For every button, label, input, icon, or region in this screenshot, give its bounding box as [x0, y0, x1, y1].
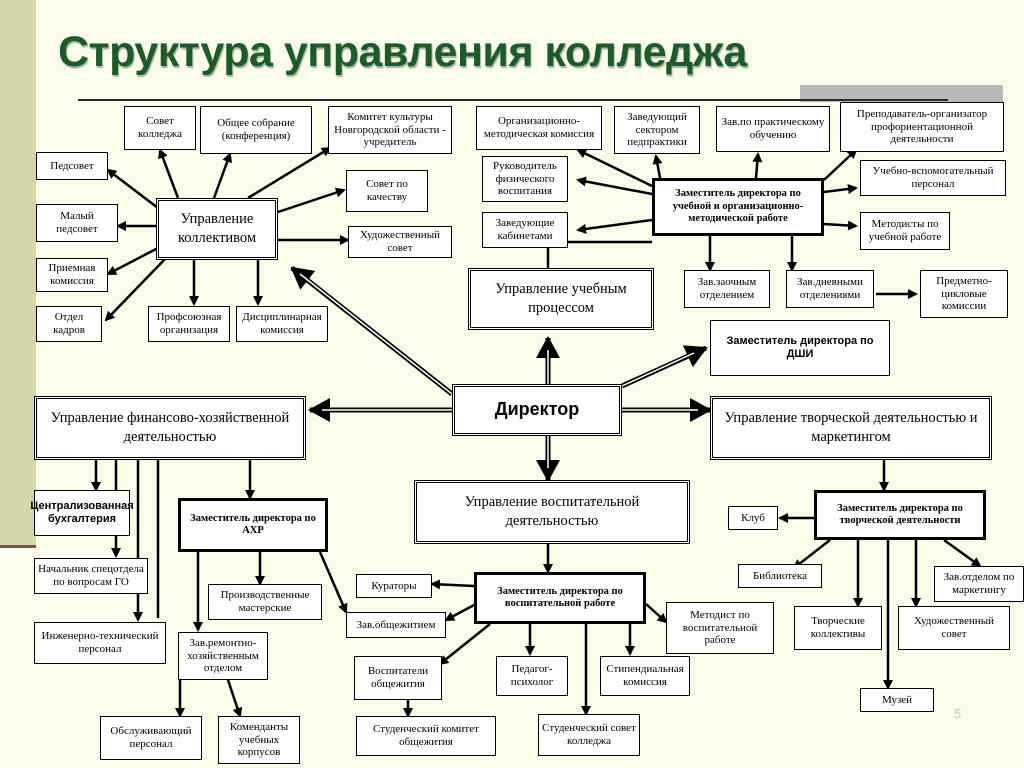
zam-uch-box: Заместитель директора по учебной и орган… [652, 178, 824, 236]
obshchee-sobranie-box: Общее собрание (конференция) [200, 106, 312, 154]
prep-org-box: Преподаватель-организатор профориентацио… [840, 102, 1004, 152]
malyi-pedsovet-box: Малый педсовет [36, 204, 118, 242]
zav-kabinetami-box: Заведующие кабинетами [482, 212, 568, 248]
komitet-kultury-box: Комитет культуры Новгородской области - … [328, 106, 452, 154]
tvorch-connectors [778, 460, 982, 690]
vosp-connectors [403, 544, 668, 718]
zav-prakt-box: Зав.по практическому обучению [716, 106, 830, 152]
zav-sektorom-box: Заведующий сектором педпрактики [614, 106, 700, 154]
metodisty-box: Методисты по учебной работе [860, 212, 950, 250]
org-metod-box: Организационно-методическая комиссия [476, 106, 602, 150]
nach-spec-box: Начальник спецотдела по вопросам ГО [34, 558, 148, 594]
upr-fin-box: Управление финансово-хозяйственной деяте… [34, 396, 306, 460]
inzh-tech-box: Инженерно-технический персонал [34, 622, 166, 664]
upr-kollektivom-box: Управление коллективом [156, 198, 278, 260]
muzei-box: Музей [860, 688, 934, 712]
zam-dshi-box: Заместитель директора по ДШИ [710, 320, 890, 376]
priemnaya-komissiya-box: Приемная комиссия [36, 258, 108, 292]
zav-obshchezhitiem-box: Зав.общежитием [346, 612, 446, 638]
zam-ahr-box: Заместитель директора по АХР [178, 498, 328, 552]
pedsovet-box: Педсовет [36, 152, 108, 180]
upr-vospit-box: Управление воспитательной деятельностью [414, 480, 690, 544]
klub-box: Клуб [728, 506, 778, 530]
proizv-mast-box: Производственные мастерские [208, 584, 322, 620]
metodist-vosp-box: Методист по воспитательной работе [666, 602, 774, 654]
stud-komitet-box: Студенческий комитет общежития [356, 716, 496, 756]
ped-psih-box: Педагог-психолог [496, 656, 568, 696]
page-number: 5 [954, 706, 962, 721]
zam-vosp-box: Заместитель директора по воспитательной … [474, 572, 646, 624]
vosp-obsh-box: Воспитатели общежития [354, 656, 442, 700]
sovet-kachestvo-box: Совет по качеству [346, 170, 428, 212]
sovet-kolledzha-box: Совет колледжа [124, 106, 196, 150]
stip-komissiya-box: Стипендиальная комиссия [600, 656, 690, 696]
kollektiv-connectors [104, 146, 350, 322]
upr-tvorch-box: Управление творческой деятельностью и ма… [710, 396, 992, 460]
central-buh-box: Централизованная бухгалтерия [30, 490, 134, 536]
left-accent-bar [0, 0, 36, 548]
uch-vspom-box: Учебно-вспомогательный персонал [860, 160, 1006, 196]
discipl-komissiya-box: Дисциплинарная комиссия [236, 306, 328, 342]
otdel-kadrov-box: Отдел кадров [36, 306, 102, 342]
profsoyuz-box: Профсоюзная организация [148, 306, 230, 342]
upr-uchebnym-box: Управление учебным процессом [468, 268, 654, 330]
zav-dnev-box: Зав.дневными отделениями [786, 270, 874, 308]
title-underline [78, 99, 948, 101]
komend-box: Коменданты учебных корпусов [218, 716, 300, 764]
kuratory-box: Кураторы [356, 574, 432, 598]
biblioteka-box: Библиотека [738, 564, 822, 588]
zam-uch-connectors [546, 148, 918, 299]
zav-remont-box: Зав.ремонтно-хозяйственным отделом [178, 632, 268, 680]
left-accent-rule [0, 545, 36, 548]
director-box: Директор [452, 384, 622, 436]
zav-market-box: Зав.отделом по маркетингу [934, 566, 1024, 602]
ruk-fiz-box: Руководитель физического воспитания [482, 156, 568, 202]
tvorch-koll-box: Творческие коллективы [794, 606, 882, 650]
obsluzh-box: Обслуживающий персонал [100, 716, 202, 760]
slide-title: Структура управления колледжа [58, 28, 747, 76]
stud-sovet-box: Студенческий совет колледжа [538, 714, 640, 756]
zav-zaoch-box: Зав.заочным отделением [684, 270, 770, 308]
zam-tvorch-box: Заместитель директора по творческой деят… [814, 490, 986, 540]
hud-sovet-2-box: Художественный совет [898, 606, 1010, 650]
hud-sovet-1-box: Художественный совет [348, 226, 452, 258]
predm-cikl-box: Предметно-цикловые комиссии [920, 270, 1008, 318]
header-gray-block [800, 85, 1003, 102]
